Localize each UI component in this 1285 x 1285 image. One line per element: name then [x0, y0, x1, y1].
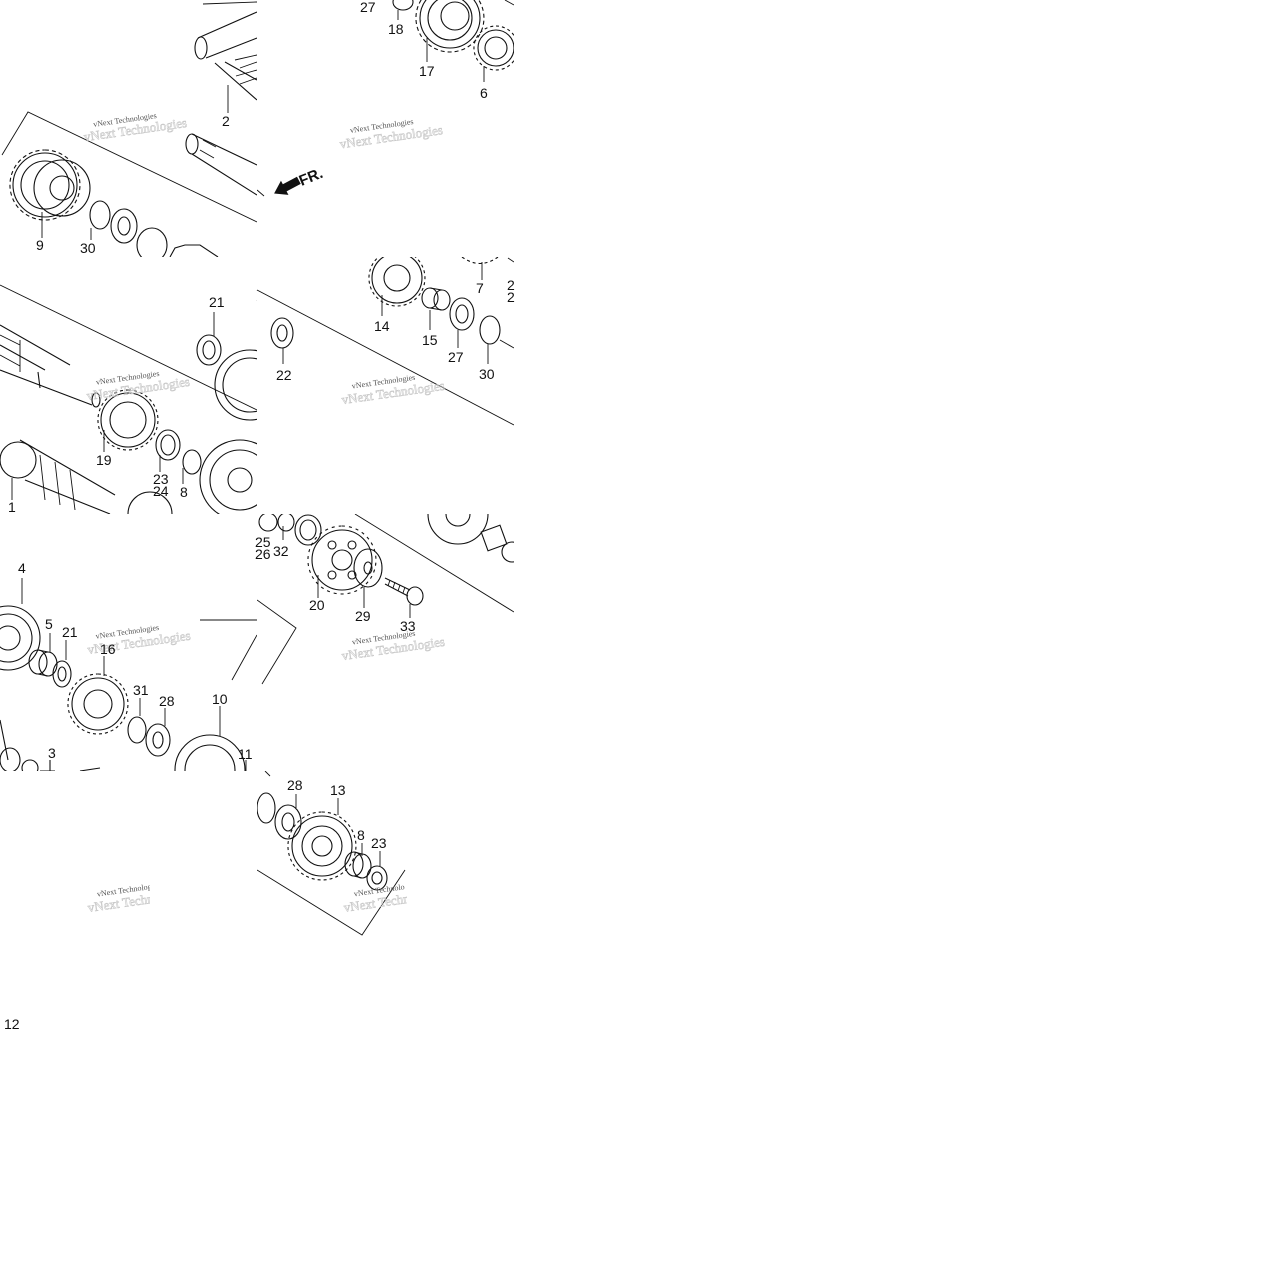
watermark: vNext Technologies vNext Technologies	[86, 881, 150, 915]
callout-18: 18	[388, 21, 404, 37]
tile-r0-c0: vNext Technologies vNext Technologies	[1, 1, 257, 257]
watermark: vNext Technologies vNext Technologies	[85, 369, 191, 403]
callout-30: 30	[80, 240, 96, 256]
gear-6-drawing	[473, 25, 514, 71]
callout-7: 7	[476, 280, 484, 296]
watermark: vNext Technologies vNext Technologies	[338, 117, 444, 152]
gear-16-drawing	[67, 673, 129, 735]
callout-29: 29	[355, 608, 371, 624]
callout-30: 30	[479, 366, 495, 382]
callout-8: 8	[357, 827, 365, 843]
front-direction-label: FR.	[297, 165, 326, 190]
sprocket-20-drawing	[307, 525, 377, 595]
callout-17: 17	[419, 63, 435, 79]
gear-14-drawing	[368, 257, 426, 307]
callout-11: 11	[238, 746, 253, 762]
callout-12: 12	[4, 1016, 20, 1032]
callout-27: 27	[448, 349, 464, 365]
tile-r1-c1: vNext Technologies vNext Technologies	[257, 257, 514, 426]
clip-30-drawing	[89, 200, 111, 230]
callout-15: 15	[422, 332, 438, 348]
callout-25: 25	[255, 534, 271, 550]
gear-19-drawing	[97, 389, 159, 451]
shaft-end-drawing	[185, 133, 257, 196]
tile-r1-c0: vNext Technologies vNext Technologies	[0, 284, 257, 514]
watermark: vNext Technologies vNext Technologies	[340, 629, 446, 664]
callout-2: 2	[222, 113, 230, 129]
mainshaft-drawing	[0, 324, 101, 408]
callout-33: 33	[400, 618, 416, 634]
tile-r3-c1	[257, 771, 406, 936]
callout-8: 8	[180, 484, 188, 500]
callout-32: 32	[273, 543, 289, 559]
callout-19: 19	[96, 452, 112, 468]
tile-r2-c1: vNext Technologies vNext Technologies	[257, 514, 514, 685]
front-direction-arrow	[274, 176, 301, 195]
callout-5: 5	[45, 616, 53, 632]
washer-22-drawing	[270, 317, 294, 349]
countershaft-drawing	[0, 439, 116, 514]
callout-21: 21	[209, 294, 225, 310]
bolt-33-drawing	[384, 577, 424, 606]
callout-1: 1	[8, 499, 16, 515]
watermark: vNext Technologies vNext Technologies	[83, 111, 189, 145]
shaft-2-drawing	[194, 1, 257, 101]
callout-6: 6	[480, 85, 488, 101]
gear-9-drawing	[9, 149, 91, 221]
callout-31: 31	[133, 682, 149, 698]
callout-13: 13	[330, 782, 346, 798]
watermark: vNext Technologies vNext Technologies	[340, 373, 446, 408]
callout-4: 4	[18, 560, 26, 576]
callout-23: 23	[371, 835, 387, 851]
callout-20: 20	[309, 597, 325, 613]
gear-13-drawing	[287, 811, 357, 881]
callout-23: 23	[153, 471, 169, 487]
washer-21-drawing	[196, 334, 222, 366]
callout-14: 14	[374, 318, 390, 334]
callout-2-cut: 2	[507, 289, 515, 305]
callout-24: 24	[153, 483, 169, 499]
callout-2-cut: 2	[507, 277, 515, 293]
gear-17-drawing	[415, 0, 485, 53]
tile-r3-c0: vNext Technologies vNext Technologies	[86, 881, 150, 915]
callout-28: 28	[159, 693, 175, 709]
gear-4-drawing	[0, 605, 41, 671]
callout-21: 21	[62, 624, 78, 640]
callout-26: 26	[255, 546, 271, 562]
callout-28: 28	[287, 777, 303, 793]
callout-3: 3	[48, 745, 56, 761]
callout-10: 10	[212, 691, 228, 707]
watermark-cut: vNext Technologies vNext Technolo	[342, 882, 407, 915]
callout-9: 9	[36, 237, 44, 253]
washer-29-drawing	[353, 548, 383, 588]
callout-27: 27	[360, 0, 376, 15]
callout-16: 16	[100, 641, 116, 657]
callout-22: 22	[276, 367, 292, 383]
